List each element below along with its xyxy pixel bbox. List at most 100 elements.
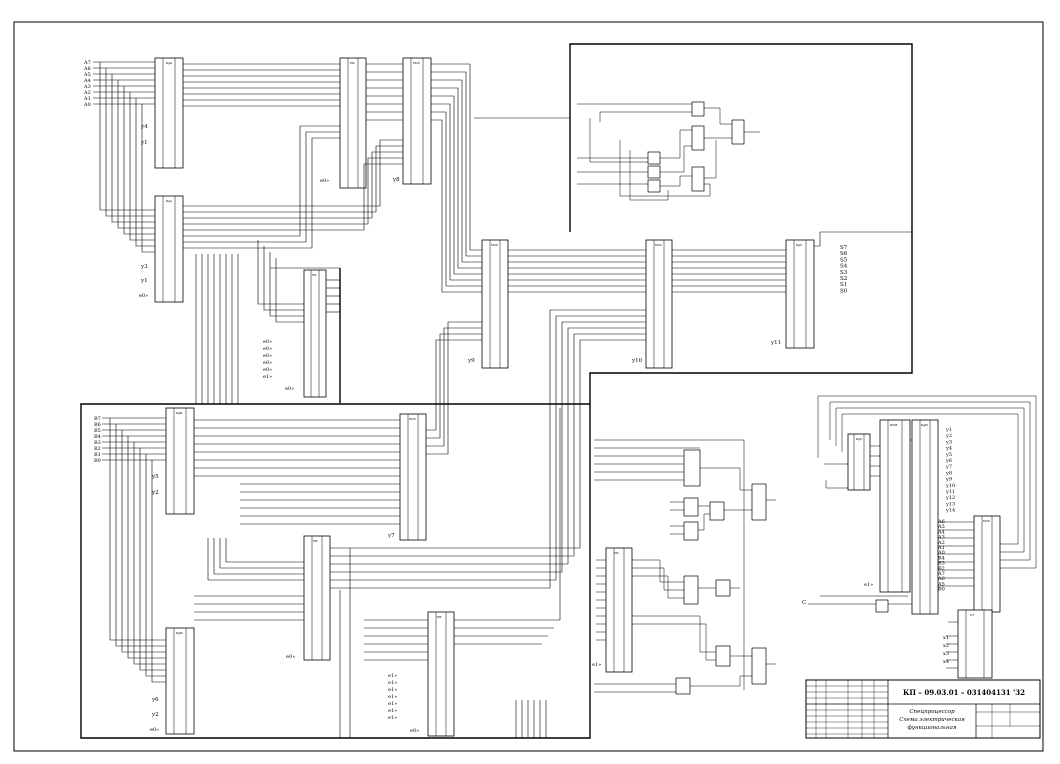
label-y6: y6 xyxy=(151,697,159,703)
chip-ctrl-rg: RgS xyxy=(847,433,871,491)
label-y1: y1 xyxy=(140,140,148,146)
region-frame-top-right xyxy=(569,43,913,404)
title-line-1: Спецпроцессор xyxy=(909,709,955,715)
logic-wires-mid-right xyxy=(594,439,776,693)
label-y2b: y2 xyxy=(151,712,159,718)
chip-ms-bottom: MS xyxy=(427,611,455,737)
label-e0-a: e0» xyxy=(139,293,148,299)
logic-gates-top-right xyxy=(647,101,745,193)
title-line-2: Схема электрическая xyxy=(899,717,965,723)
a-input-label: A1 xyxy=(83,96,91,102)
chip-ctrl-ms: MUX xyxy=(973,515,1001,613)
chip-ctrl-ms-mid: MS xyxy=(605,547,633,673)
label-e0-b: e0» xyxy=(320,178,329,184)
b-input-label: B5 xyxy=(94,428,101,434)
chip-ms-mid: MS xyxy=(303,269,327,398)
chip-ctrl-cnt: CT xyxy=(957,609,993,679)
ctrl-input-label: B2 xyxy=(938,566,945,572)
chip-label-ms-center2: MUX xyxy=(655,243,662,247)
chip-label-ms-center1: MUX xyxy=(491,243,498,247)
chip-label-ms-top1: MS xyxy=(350,61,355,65)
y-output-label: y5 xyxy=(945,452,952,458)
a-input-label: A7 xyxy=(83,60,91,66)
y-output-label: y13 xyxy=(945,501,955,507)
s-output-label: S4 xyxy=(840,264,848,270)
label-y4: y4 xyxy=(140,124,148,130)
e-signal-label: e0» xyxy=(263,353,272,359)
ctrl-input-label: A1 xyxy=(937,545,945,551)
y-output-label: y12 xyxy=(945,495,955,501)
x-line-label: x4 xyxy=(943,659,949,665)
y-output-label: y4 xyxy=(945,446,952,452)
ctrl-input-label: A6 xyxy=(937,519,945,525)
y-output-label: y3 xyxy=(945,439,952,445)
a-input-label: A4 xyxy=(83,78,91,84)
chip-label-ctrl-rg: RgS xyxy=(856,437,862,441)
s-output-label: S7 xyxy=(840,245,848,251)
b-bus-lines xyxy=(102,309,646,738)
e-signal-label: e1» xyxy=(263,374,272,380)
b-input-label: B4 xyxy=(94,434,101,440)
label-y8: y8 xyxy=(392,177,400,183)
chip-label-ctrl-rom: ROM xyxy=(890,423,897,427)
ctrl-wires xyxy=(808,395,1037,669)
chip-label-ms-top2: MUX xyxy=(413,61,420,65)
label-e0-c: e0» xyxy=(286,654,295,660)
ctrl-input-label: B0 xyxy=(938,587,945,593)
chip-rg-low: RgM xyxy=(165,627,195,735)
chip-ms-b: MUX xyxy=(399,413,427,541)
e-signal-label: e1» xyxy=(388,680,397,686)
y-output-label: y8 xyxy=(945,470,952,476)
chip-ms-top1: MS xyxy=(339,57,367,189)
chip-rg-top: RgA xyxy=(154,57,184,169)
b-input-label: B6 xyxy=(94,422,101,428)
b-input-label: B0 xyxy=(94,458,101,464)
chip-ms-center1: MUX xyxy=(481,239,509,369)
y-output-label: y9 xyxy=(945,477,952,483)
s-output-label: S0 xyxy=(840,288,848,294)
ctrl-input-label: A5 xyxy=(937,581,945,587)
label-y2: y2 xyxy=(151,490,159,496)
label-clock: C xyxy=(802,600,806,606)
s-output-label: S6 xyxy=(840,251,848,257)
e-signal-label: e1» xyxy=(388,687,397,693)
title-line-3: функциональная xyxy=(907,724,956,731)
ctrl-input-label: A4 xyxy=(937,529,945,535)
ctrl-input-label: A7 xyxy=(937,571,945,577)
y-output-label: y14 xyxy=(945,508,955,514)
chip-ctrl-rgm: RgM xyxy=(911,419,939,615)
title-doc-code: КП – 09.03.01 – 031404131 '32 xyxy=(903,688,1025,697)
e-signal-label: e1» xyxy=(388,673,397,679)
e-labels-a: e0»e0»e0»e0»e0»e1» xyxy=(263,339,272,380)
label-e0-d: e0» xyxy=(150,727,159,733)
label-y9: y9 xyxy=(467,358,475,364)
e-signal-label: e0» xyxy=(263,339,272,345)
ctrl-input-label: B3 xyxy=(938,561,945,567)
label-e1-a: e1» xyxy=(592,662,601,668)
y-output-label: y7 xyxy=(945,464,952,470)
chip-label-ms-low: MS xyxy=(313,539,318,543)
chip-label-ms-b: MUX xyxy=(409,417,416,421)
s-output-label: S5 xyxy=(840,257,848,263)
label-y11: y11 xyxy=(770,340,781,346)
ctrl-input-label: A5 xyxy=(937,524,945,530)
e-signal-label: e1» xyxy=(388,701,397,707)
label-y1b: y1 xyxy=(140,278,148,284)
chip-ctrl-rom: ROM xyxy=(879,419,911,593)
x-line-label: x2 xyxy=(943,643,949,649)
chip-label-rg-b: RgB xyxy=(176,411,182,415)
ctrl-input-label: A6 xyxy=(937,576,945,582)
chip-label-rg-mid: RgA xyxy=(166,199,173,203)
y-output-label: y2 xyxy=(945,433,952,439)
e-signal-label: e1» xyxy=(388,708,397,714)
label-y7: y7 xyxy=(387,533,395,539)
chip-label-rg-out: RgS xyxy=(796,243,802,247)
chip-label-ctrl-cnt: CT xyxy=(970,613,974,617)
title-block xyxy=(805,679,1041,739)
a-input-label: A3 xyxy=(83,84,91,90)
b-input-label: B1 xyxy=(94,452,101,458)
x-line-label: x1 xyxy=(943,635,949,641)
label-y3: y3 xyxy=(140,264,148,270)
e-signal-label: e0» xyxy=(263,346,272,352)
